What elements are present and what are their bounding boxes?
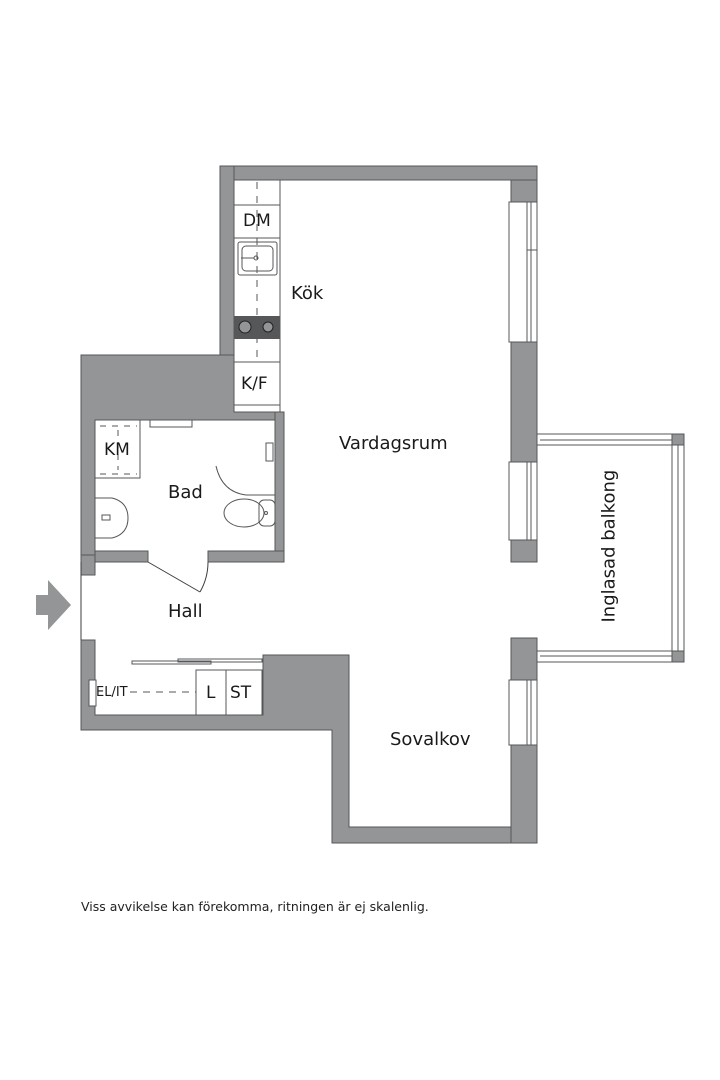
room-label-kitchen: Kök: [291, 283, 324, 304]
stove-icon: [234, 316, 280, 339]
fixture-storage: ST: [230, 683, 252, 703]
fixture-electrical-it: EL/IT: [96, 685, 128, 700]
bathroom-fixtures: [94, 419, 276, 539]
fixture-washing-machine: KM: [104, 440, 130, 460]
room-label-bathroom: Bad: [168, 482, 203, 503]
doors: [80, 561, 209, 640]
fixture-linen-closet: L: [206, 683, 216, 703]
room-label-sleeping-alcove: Sovalkov: [390, 729, 471, 750]
fixture-dishwasher: DM: [243, 211, 271, 231]
room-label-living-room: Vardagsrum: [339, 433, 448, 454]
windows: [508, 201, 538, 746]
disclaimer-note: Viss avvikelse kan förekomma, ritningen …: [81, 899, 429, 914]
sink-icon: [237, 241, 278, 276]
balcony-glazing: [536, 433, 685, 663]
fixture-fridge-freezer: K/F: [241, 374, 268, 394]
room-label-balcony: Inglasad balkong: [598, 469, 620, 623]
entrance-arrow-icon: [36, 580, 71, 630]
hall-wardrobe: [88, 658, 263, 716]
room-label-hall: Hall: [168, 601, 203, 622]
